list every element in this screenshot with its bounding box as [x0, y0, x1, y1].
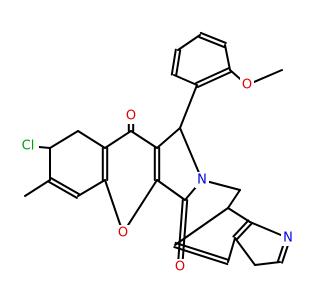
- bond-c11-oBot-a: [176, 198, 184, 268]
- bond-p2-p3-a: [175, 49, 182, 77]
- bond-c13-c14: [227, 189, 241, 209]
- bond-c11-oBot-b: [181, 199, 189, 269]
- bond-c8-c10: [156, 127, 181, 149]
- atom-label-n-lactam: N: [197, 173, 207, 188]
- bond-p6-p1-b: [196, 71, 232, 89]
- bond-c3-me: [24, 179, 51, 197]
- bond-c7-c8: [130, 130, 158, 149]
- bond-c15-c16-b: [235, 222, 253, 241]
- bond-p4-p5-a: [198, 36, 226, 49]
- atom-o-carbonyl-top: O: [124, 108, 138, 124]
- bond-layer: [24, 31, 292, 269]
- bond-p4-p5-b: [199, 31, 227, 44]
- atom-o-pyran: O: [116, 225, 130, 241]
- bond-c11-c9: [156, 179, 186, 201]
- atom-label-o-pyran: O: [118, 226, 128, 241]
- bond-c12-c14: [174, 207, 229, 246]
- bond-c1-c2: [49, 130, 79, 149]
- bond-c17-c16: [234, 237, 256, 266]
- atom-n-pyridine: N: [281, 230, 295, 246]
- bond-c6-c1: [77, 130, 106, 149]
- molecule-structure-diagram: Cl O O O N O N: [17, 31, 295, 275]
- atom-label-cl: Cl: [22, 139, 35, 154]
- bond-c4-c5: [77, 179, 106, 197]
- bond-p3-p4: [177, 34, 201, 51]
- atom-n-lactam: N: [195, 172, 209, 188]
- bond-oPy-c9: [122, 179, 158, 234]
- atom-label-o-carbonyl-bottom: O: [175, 260, 185, 275]
- bond-c19-c12-a: [174, 241, 230, 261]
- bond-p1-p2: [173, 74, 198, 86]
- bond-c14-c15: [227, 207, 251, 223]
- atom-cl: Cl: [17, 137, 39, 155]
- bond-c19-c12-b: [173, 246, 229, 266]
- bond-c18-c17: [254, 261, 281, 266]
- atom-label-o-methoxy: O: [242, 78, 252, 93]
- atom-label-n-pyridine: N: [283, 231, 293, 246]
- bond-c10-nL: [179, 127, 203, 181]
- bond-c3-c4-b: [50, 177, 81, 196]
- atom-o-carbonyl-bottom: O: [173, 259, 187, 275]
- bond-c16-c19: [227, 237, 236, 263]
- bond-c15-c16-a: [232, 219, 250, 238]
- bond-c3-c4-a: [47, 180, 78, 199]
- bond-p5-p6: [224, 44, 231, 71]
- bond-c5-oPy: [104, 179, 124, 234]
- bond-p2-p3-b: [170, 48, 177, 76]
- bond-c6-c7: [104, 130, 132, 149]
- atom-label-layer: Cl O O O N O N: [17, 77, 295, 275]
- bond-p6-p1-a: [195, 66, 231, 84]
- bond-c10-p1: [179, 84, 198, 129]
- atom-label-o-carbonyl-top: O: [126, 109, 136, 124]
- atom-o-methoxy: O: [240, 77, 254, 93]
